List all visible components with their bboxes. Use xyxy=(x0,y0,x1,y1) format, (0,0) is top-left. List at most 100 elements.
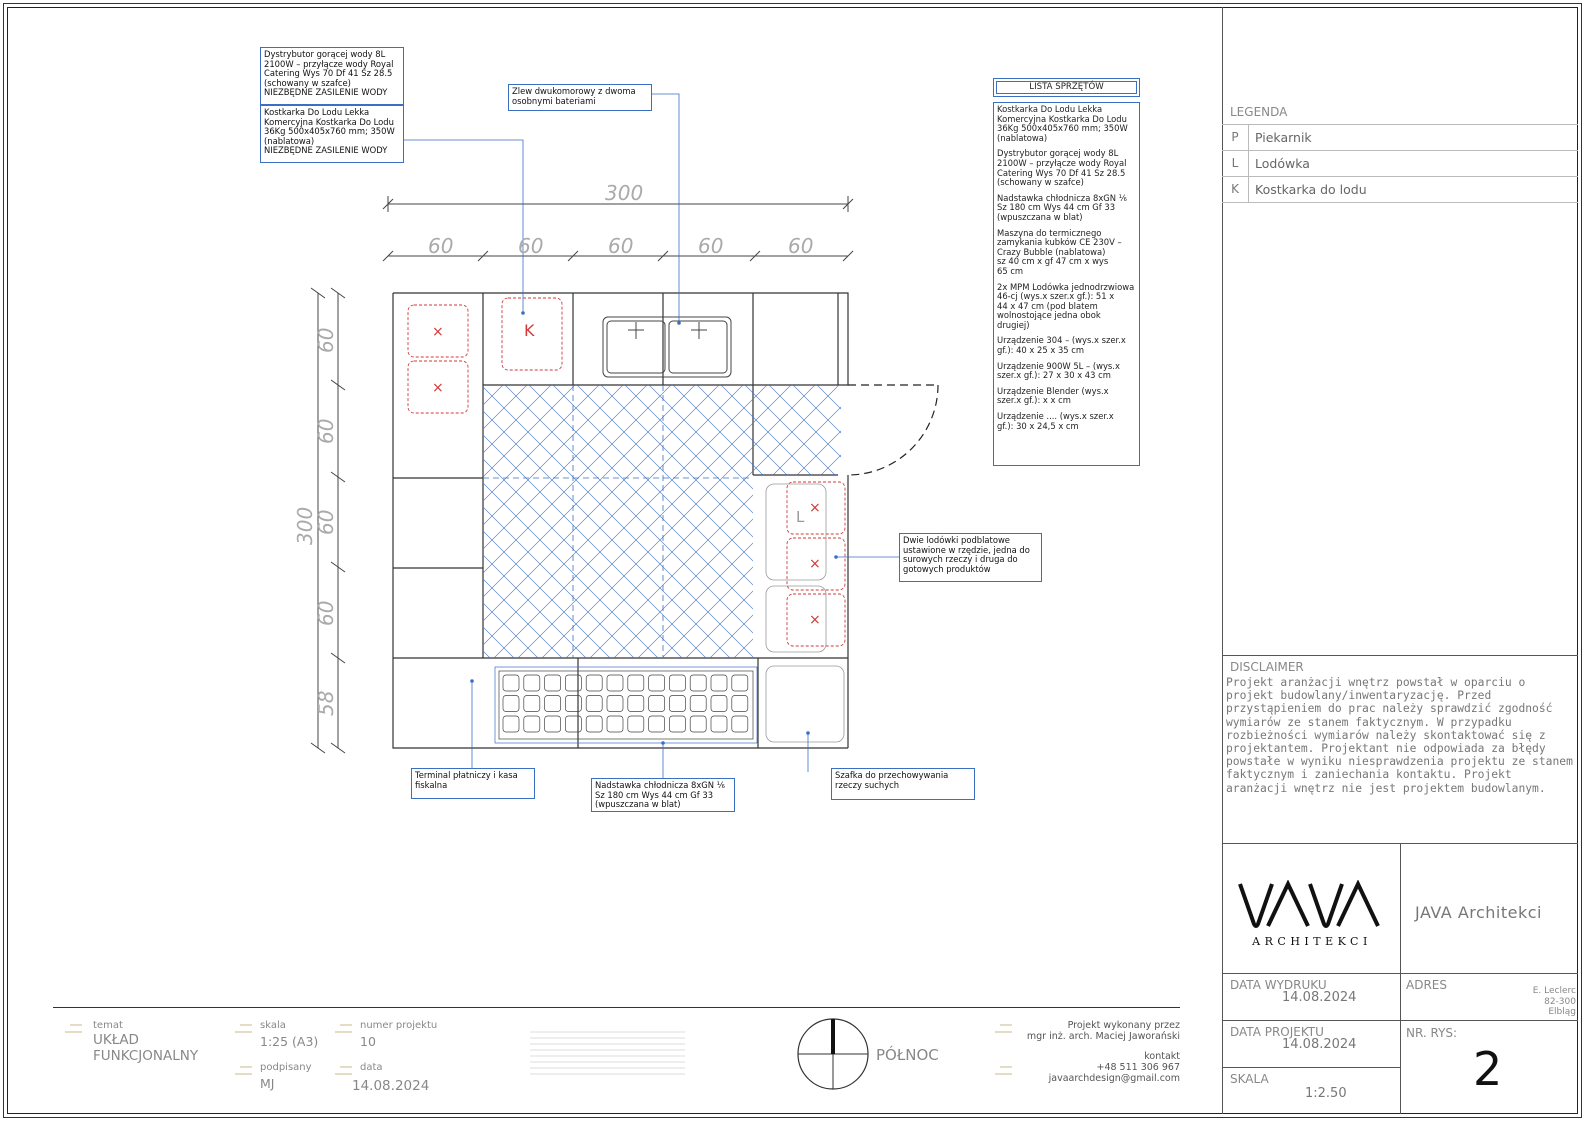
left-dim-1: 60 xyxy=(314,328,338,353)
legend-label: Piekarnik xyxy=(1255,130,1312,145)
contact-phone: +48 511 306 967 xyxy=(1096,1062,1180,1073)
sheet-number: 2 xyxy=(1473,1042,1503,1096)
gn-pan-cell xyxy=(502,674,520,692)
legend-row: P Piekarnik xyxy=(1222,125,1578,151)
title-block-vdivider xyxy=(1400,843,1401,1114)
mark-x-1: × xyxy=(432,324,444,340)
equipment-item: Urządzenie .... (wys.x szer.x gf.): 30 x… xyxy=(997,411,1114,431)
gn-pan-cell xyxy=(669,695,686,712)
leader-lines xyxy=(404,93,899,784)
scale-value-bottom: 1:25 (A3) xyxy=(260,1034,319,1049)
left-dim-5: 58 xyxy=(314,691,338,716)
equipment-red-boxes xyxy=(407,297,846,647)
gn-pan-cell xyxy=(523,715,541,733)
equipment-item: Kostkarka Do Lodu Lekka Komercyjna Kostk… xyxy=(997,104,1128,143)
scale-label: SKALA xyxy=(1230,1072,1269,1086)
gn-pan-cell xyxy=(585,695,603,712)
gn-pan-cell xyxy=(544,674,561,692)
equipment-item: Urządzenie 900W 5L – (wys.x szer.x gf.):… xyxy=(997,360,1120,381)
gn-pan-cell xyxy=(523,674,541,692)
top-total-dim: 300 xyxy=(605,181,643,205)
scale-label-bottom: skala xyxy=(260,1020,286,1031)
door-swing xyxy=(847,384,939,476)
bottom-strip-line xyxy=(53,1007,1180,1008)
gn-pan-cell xyxy=(627,715,645,733)
legend-top-line xyxy=(1222,124,1578,125)
disclaimer-title: DISCLAIMER xyxy=(1230,660,1304,674)
mark-ice: K xyxy=(524,321,535,340)
mark-x-4: × xyxy=(809,556,821,572)
author-block: Projekt wykonany przez mgr inż. arch. Ma… xyxy=(960,1020,1180,1084)
equipment-item: Urządzenie 304 – (wys.x szer.x gf.): 40 … xyxy=(997,335,1126,356)
note-ice-maker: Kostkarka Do Lodu Lekka Komercyjna Kostk… xyxy=(260,105,404,163)
legend-key: P xyxy=(1222,125,1249,150)
date-value: 14.08.2024 xyxy=(352,1078,430,1094)
note-cooling-top: Nadstawka chłodnicza 8xGN ⅙ Sz 180 cm Wy… xyxy=(591,778,735,812)
gn-pan-cell xyxy=(544,715,561,733)
equipment-list-title-box: LISTA SPRZĘTÓW xyxy=(993,78,1140,97)
equipment-list: Kostkarka Do Lodu Lekka Komercyjna Kostk… xyxy=(993,102,1140,466)
note-sink: Zlew dwukomorowy z dwoma osobnymi bateri… xyxy=(508,84,652,111)
signed-value: MJ xyxy=(260,1076,275,1091)
plan-marks: × × K × × × xyxy=(432,321,821,628)
address: E. Leclerc 82-300 Elbląg xyxy=(1532,986,1576,1017)
inner-frame xyxy=(7,7,1578,1114)
legend-key: K xyxy=(1222,177,1249,202)
gn-pan-cell xyxy=(710,674,728,692)
gn-pan-cell xyxy=(627,695,645,712)
note-fridges: Dwie lodówki podblatowe ustawione w rzęd… xyxy=(899,533,1042,582)
bottom-decor xyxy=(65,1024,1012,1075)
north-arrow-icon xyxy=(797,1018,869,1090)
gn-pan-cell xyxy=(565,695,582,712)
gn-pan-cell xyxy=(731,674,749,692)
project-no-label: numer projektu xyxy=(360,1020,438,1031)
mark-fridge: L xyxy=(796,508,805,526)
gn-pan-cell xyxy=(669,674,686,692)
gn-pan-cell xyxy=(502,695,520,712)
address-label: ADRES xyxy=(1406,978,1447,992)
gn-pan-cell xyxy=(731,715,749,733)
gn-pan-cell xyxy=(502,715,520,733)
fridge-outlines xyxy=(765,483,845,743)
legend-label: Lodówka xyxy=(1255,156,1310,171)
note-dry-storage: Szafka do przechowywania rzeczy suchych xyxy=(831,768,975,800)
equipment-item: Maszyna do termicznego zamykania kubków … xyxy=(997,227,1122,276)
legend-row: L Lodówka xyxy=(1222,151,1578,177)
logo-sub: ARCHITEKCI xyxy=(1251,935,1372,948)
north-label: PÓŁNOC xyxy=(876,1046,939,1064)
left-total-dim: 300 xyxy=(293,507,317,545)
firm-name: JAVA Architekci xyxy=(1415,903,1542,922)
floor-plan: 300 60 60 60 60 60 300 60 60 60 60 58 × … xyxy=(293,93,939,784)
scale-value: 1:2.50 xyxy=(1305,1086,1347,1101)
top-dim-2: 60 xyxy=(518,234,543,258)
tb-line-3 xyxy=(1222,1067,1400,1068)
title-block-divider xyxy=(1222,7,1223,1114)
gn-pan-cell xyxy=(689,715,707,733)
gn-pan-cell xyxy=(731,695,749,712)
gn-pan-cell xyxy=(648,715,665,733)
sink xyxy=(602,316,732,378)
contact-label: kontakt xyxy=(1144,1051,1180,1062)
gn-pan-cell xyxy=(648,695,665,712)
project-no: 10 xyxy=(360,1034,376,1049)
left-dim-4: 60 xyxy=(314,601,338,626)
gn-pan-cell xyxy=(689,695,707,712)
gn-pan-cell xyxy=(585,674,603,692)
legend-label: Kostkarka do lodu xyxy=(1255,182,1367,197)
gn-pan-cell xyxy=(565,715,582,733)
project-date: 14.08.2024 xyxy=(1282,1037,1357,1052)
note-terminal: Terminal płatniczy i kasa fiskalna xyxy=(411,768,535,799)
gn-pan-cell xyxy=(669,715,686,733)
gn-pan-cell xyxy=(606,674,624,692)
date-label: data xyxy=(360,1062,383,1073)
left-dim-3: 60 xyxy=(314,510,338,535)
gn-pan-cell xyxy=(606,695,624,712)
sheet-label: NR. RYS: xyxy=(1406,1026,1458,1040)
top-dim-5: 60 xyxy=(788,234,813,258)
equipment-item: 2x MPM Lodówka jednodrzwiowa 46-cj (wys.… xyxy=(997,281,1135,330)
top-dim-1: 60 xyxy=(428,234,453,258)
gn-pan-cell xyxy=(544,695,561,712)
disclaimer-line xyxy=(1222,655,1578,656)
legend-title: LEGENDA xyxy=(1230,105,1288,119)
floor-hatch-main xyxy=(483,475,753,658)
